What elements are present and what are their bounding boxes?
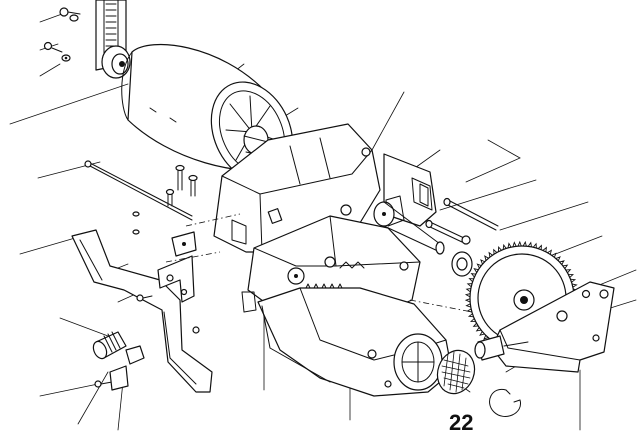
long-rod <box>84 160 193 221</box>
bolt-set-right <box>425 197 499 277</box>
callout-number: 22 <box>449 410 473 435</box>
screw <box>94 380 113 388</box>
leader-line <box>439 179 537 211</box>
leader-line <box>59 317 109 337</box>
screw <box>165 188 175 207</box>
lever-arm <box>71 229 213 393</box>
blade-guard <box>241 287 453 397</box>
bolt <box>425 219 471 245</box>
screw <box>43 41 63 53</box>
center-line <box>185 213 241 227</box>
handle-grip <box>92 331 145 365</box>
screw-set-center <box>132 164 198 235</box>
motor-pulley <box>101 45 131 79</box>
screw <box>132 211 140 217</box>
leader-line <box>39 13 63 23</box>
nut <box>61 54 71 62</box>
leader-line <box>39 63 61 77</box>
leader-line <box>465 139 521 183</box>
center-line <box>165 251 221 263</box>
adjustment-knob <box>474 335 529 361</box>
mesh-filter <box>436 349 476 395</box>
mounting-bracket <box>157 231 197 303</box>
leader-line <box>371 91 405 151</box>
screw <box>188 174 198 197</box>
small-parts-lower-left <box>94 294 200 391</box>
clip-plate <box>109 365 129 391</box>
leader-line <box>39 383 99 397</box>
spring <box>339 261 365 269</box>
screw <box>175 164 185 191</box>
screw <box>136 294 153 302</box>
screw-set-top-left <box>43 7 81 62</box>
screw <box>59 7 81 17</box>
center-line <box>409 299 473 313</box>
circlip <box>489 388 521 417</box>
screw <box>192 326 200 334</box>
washer <box>69 14 79 22</box>
screw <box>132 229 140 235</box>
long-bolt <box>443 197 499 231</box>
leader-line <box>77 371 109 425</box>
leader-line <box>19 235 83 255</box>
shaft-assembly <box>373 201 445 255</box>
leader-line <box>499 201 589 231</box>
center-lines <box>165 213 473 313</box>
leader-line <box>9 83 129 125</box>
washer <box>451 251 473 277</box>
